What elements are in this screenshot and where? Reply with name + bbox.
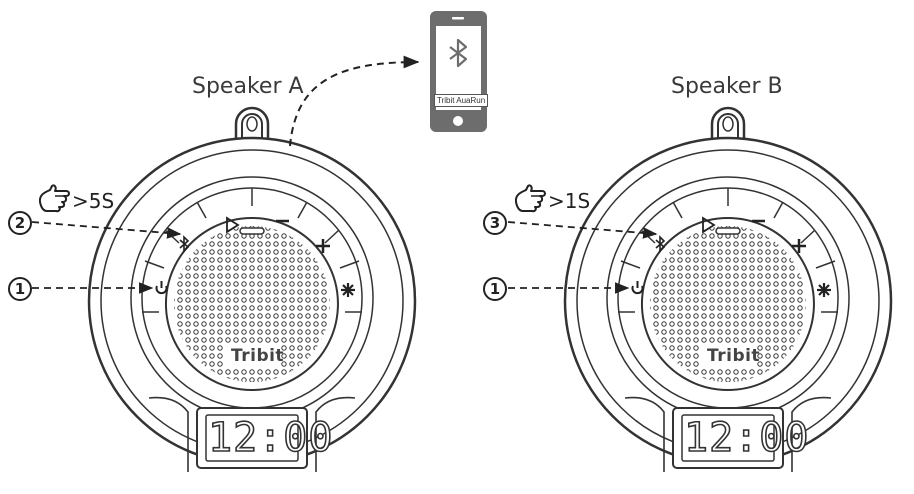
hand-pointer-icon xyxy=(514,184,546,213)
step-marker: 3 xyxy=(483,211,507,235)
clock-display-a: 12:00 xyxy=(207,415,334,461)
bluetooth-icon xyxy=(449,38,468,68)
hold-duration-b: >1S xyxy=(548,189,591,213)
phone-app-label: Tribit AuaRun xyxy=(434,94,489,107)
step-marker: 2 xyxy=(8,211,32,235)
phone xyxy=(430,11,487,132)
arrow-step-3-b xyxy=(507,221,658,239)
clock-display-b: 12:00 xyxy=(683,415,810,461)
brand-logo-b: Tribit xyxy=(707,346,761,366)
speaker-a-label: Speaker A xyxy=(192,74,304,99)
brand-logo-a: Tribit xyxy=(231,346,285,366)
arrow-step-2-a xyxy=(31,221,182,239)
hand-pointer-icon xyxy=(38,184,70,213)
arrow-to-phone xyxy=(289,55,420,147)
step-marker: 1 xyxy=(8,277,32,301)
hold-duration-a: >5S xyxy=(72,189,115,213)
step-marker: 1 xyxy=(483,277,507,301)
speaker-b-label: Speaker B xyxy=(671,74,783,99)
